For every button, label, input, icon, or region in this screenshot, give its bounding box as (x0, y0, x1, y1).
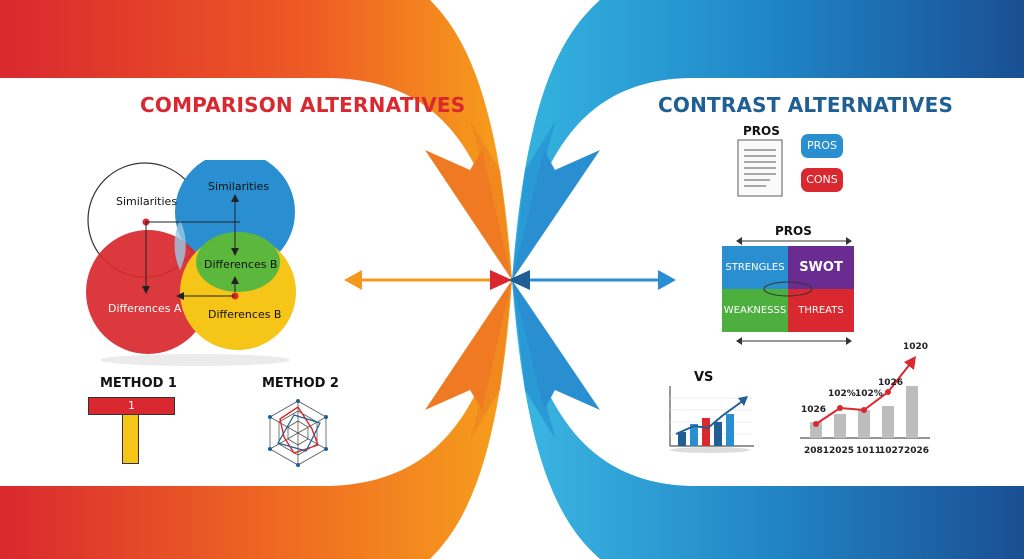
trend-value-1: 1026 (801, 405, 827, 415)
trend-year-2: 2025 (829, 446, 855, 456)
swot-top-arrow (736, 237, 852, 245)
venn-label-differences-a: Differences A (108, 302, 182, 315)
document-icon (737, 139, 783, 197)
method-1-bar: 1 (88, 397, 175, 415)
trend-year-5: 2026 (904, 446, 930, 456)
venn-label-differences-b: Differences B (208, 308, 282, 321)
cons-pill: CONS (801, 168, 843, 192)
swot-strengths: STRENGLES (722, 246, 788, 289)
method-1-badge: 1 (128, 399, 135, 412)
vs-label: VS (694, 370, 714, 385)
swot-bottom-arrow (736, 337, 852, 345)
contrast-title: CONTRAST ALTERNATIVES (658, 93, 954, 117)
radar-chart-icon (268, 399, 328, 467)
swot-grid: STRENGLES SWOT WEAKNESSS THREATS (722, 246, 854, 332)
pros-pill: PROS (801, 134, 843, 158)
method-1-label: METHOD 1 (100, 376, 177, 391)
trend-chart-icon (800, 356, 930, 439)
venn-diagram (86, 160, 296, 366)
trend-year-1: 2081 (804, 446, 830, 456)
trend-value-2: 102% (828, 389, 856, 399)
swot-label: SWOT (788, 246, 854, 289)
vs-bar-chart-icon (669, 386, 754, 453)
trend-year-3: 1011 (856, 446, 882, 456)
pros-doc-label: PROS (743, 124, 780, 138)
method-1-post (122, 414, 139, 464)
comparison-title: COMPARISON ALTERNATIVES (140, 93, 466, 117)
swot-threats: THREATS (788, 289, 854, 332)
trend-year-4: 1027 (879, 446, 905, 456)
method-2-label: METHOD 2 (262, 376, 339, 391)
swot-header: PROS (775, 224, 812, 238)
center-double-arrow (344, 270, 676, 290)
swot-center-oval (763, 281, 813, 297)
venn-label-overlap: Differences B (204, 258, 278, 271)
venn-label-similarities-2: Similarities (208, 180, 270, 193)
trend-value-5: 1020 (903, 342, 929, 352)
trend-value-4: 1026 (878, 378, 904, 388)
venn-label-similarities-1: Similarities (116, 195, 178, 208)
trend-value-3: 102% (855, 389, 883, 399)
swot-weakness: WEAKNESSS (722, 289, 788, 332)
